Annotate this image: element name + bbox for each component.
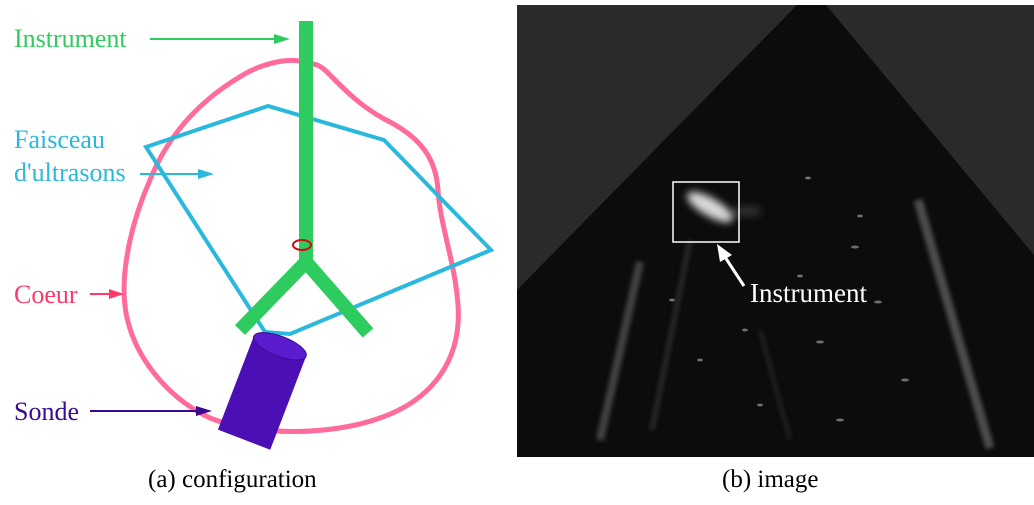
heart-label: Coeur — [14, 280, 78, 309]
instrument-shaft — [299, 21, 313, 266]
probe-arrow — [90, 406, 212, 416]
speckle — [669, 176, 909, 422]
probe-label: Sonde — [14, 397, 79, 426]
configuration-panel: Instrument Faisceau d'ultrasons Coeur So… — [14, 21, 495, 450]
instrument-annotation: Instrument — [750, 278, 867, 308]
beam-label-line2: d'ultrasons — [14, 158, 126, 187]
heart-outline — [121, 57, 461, 434]
instrument-fork-right — [300, 257, 374, 338]
beam-arrow — [140, 169, 214, 179]
ultrasound-image-panel: Instrument — [517, 5, 1034, 457]
beam-label-line1: Faisceau — [14, 125, 105, 154]
echo-streaks — [596, 198, 995, 450]
instrument-fork-left — [234, 257, 312, 335]
instrument-arrow — [150, 34, 290, 44]
heart-arrow — [90, 289, 124, 299]
ultrasound-sector — [517, 5, 1034, 457]
instrument-label: Instrument — [14, 24, 127, 53]
instrument-echo — [687, 191, 762, 223]
instrument-box — [672, 181, 740, 243]
annotation-arrow — [717, 244, 746, 287]
tip-marker — [292, 239, 312, 251]
probe-shape — [217, 332, 307, 450]
ultrasound-beam — [142, 103, 495, 337]
caption-a: (a) configuration — [148, 466, 317, 493]
caption-b: (b) image — [722, 466, 819, 493]
